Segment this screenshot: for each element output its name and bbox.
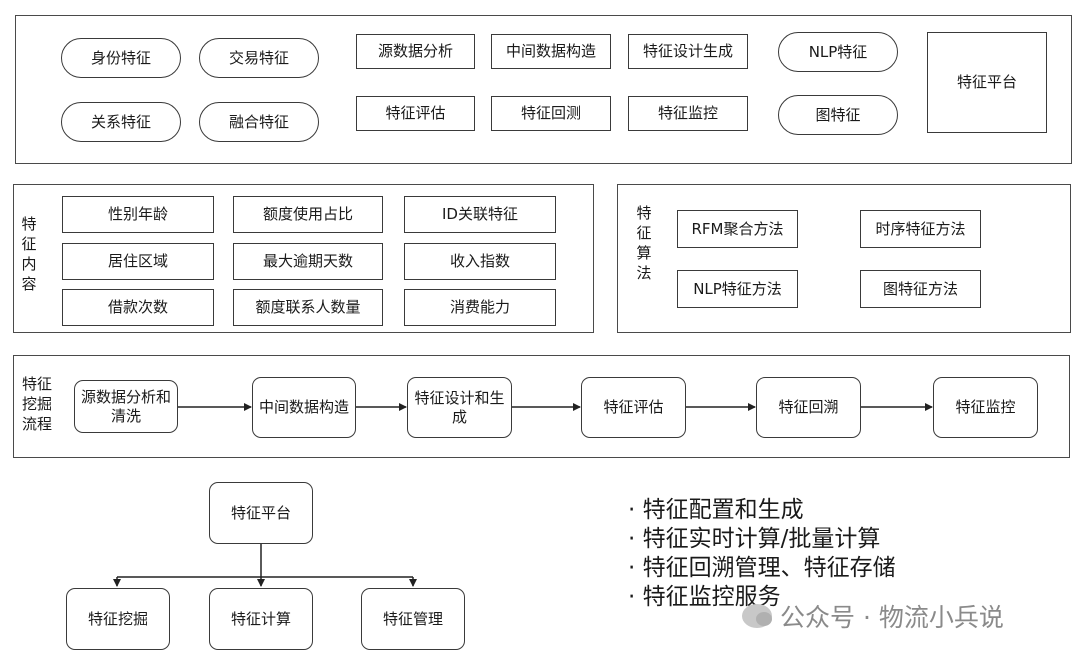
step-intermediate-data: 中间数据构造 xyxy=(491,34,611,69)
tree-child-mining: 特征挖掘 xyxy=(66,588,170,650)
content-item-loan-count: 借款次数 xyxy=(62,289,214,326)
step-feature-backtest: 特征回测 xyxy=(491,96,611,131)
step-source-data-analysis: 源数据分析 xyxy=(356,34,475,69)
content-item-consumption: 消费能力 xyxy=(404,289,556,326)
process-step-backtracking: 特征回溯 xyxy=(756,377,861,438)
content-item-contact-count: 额度联系人数量 xyxy=(233,289,383,326)
capability-item: · 特征配置和生成 xyxy=(628,497,804,523)
tree-child-compute: 特征计算 xyxy=(209,588,313,650)
feature-platform-box: 特征平台 xyxy=(927,32,1047,133)
mining-process-frame xyxy=(13,355,1070,458)
tree-child-manage: 特征管理 xyxy=(361,588,465,650)
content-item-residence: 居住区域 xyxy=(62,243,214,280)
tree-root-platform: 特征平台 xyxy=(209,482,313,544)
pill-graph-feature: 图特征 xyxy=(778,95,898,135)
pill-relation-feature: 关系特征 xyxy=(61,102,181,142)
content-item-income-index: 收入指数 xyxy=(404,243,556,280)
platform-capability-list: · 特征配置和生成 · 特征实时计算/批量计算 · 特征回溯管理、特征存储 · … xyxy=(628,496,896,612)
capability-item: · 特征实时计算/批量计算 xyxy=(628,526,881,552)
step-feature-design: 特征设计生成 xyxy=(628,34,748,69)
process-step-intermediate-data: 中间数据构造 xyxy=(252,377,356,438)
step-feature-evaluation: 特征评估 xyxy=(356,96,475,131)
process-step-source-cleaning: 源数据分析和清洗 xyxy=(74,380,178,433)
feature-algorithm-frame xyxy=(617,184,1071,333)
algo-rfm: RFM聚合方法 xyxy=(677,210,798,248)
feature-content-frame xyxy=(13,184,594,333)
step-feature-monitor: 特征监控 xyxy=(628,96,748,131)
content-item-max-overdue: 最大逾期天数 xyxy=(233,243,383,280)
top-section-frame xyxy=(15,15,1072,164)
pill-transaction-feature: 交易特征 xyxy=(199,38,319,78)
feature-algorithm-label: 特征算法 xyxy=(636,204,652,282)
content-item-gender-age: 性别年龄 xyxy=(62,196,214,233)
pill-identity-feature: 身份特征 xyxy=(61,38,181,78)
content-item-id-relation: ID关联特征 xyxy=(404,196,556,233)
algo-nlp: NLP特征方法 xyxy=(677,270,798,308)
pill-nlp-feature: NLP特征 xyxy=(778,32,898,72)
wechat-icon xyxy=(742,604,772,628)
pill-fusion-feature: 融合特征 xyxy=(199,102,319,142)
content-item-credit-usage: 额度使用占比 xyxy=(233,196,383,233)
process-step-evaluation: 特征评估 xyxy=(581,377,686,438)
mining-process-label: 特征挖掘流程 xyxy=(22,375,53,433)
process-step-design-generation: 特征设计和生成 xyxy=(407,377,512,438)
algo-time-series: 时序特征方法 xyxy=(860,210,981,248)
process-step-monitoring: 特征监控 xyxy=(933,377,1038,438)
watermark: 公众号 · 物流小兵说 xyxy=(742,598,1004,634)
algo-graph: 图特征方法 xyxy=(860,270,981,308)
capability-item: · 特征回溯管理、特征存储 xyxy=(628,555,896,581)
watermark-text: 公众号 · 物流小兵说 xyxy=(780,603,1004,632)
feature-content-label: 特征内容 xyxy=(21,215,37,293)
